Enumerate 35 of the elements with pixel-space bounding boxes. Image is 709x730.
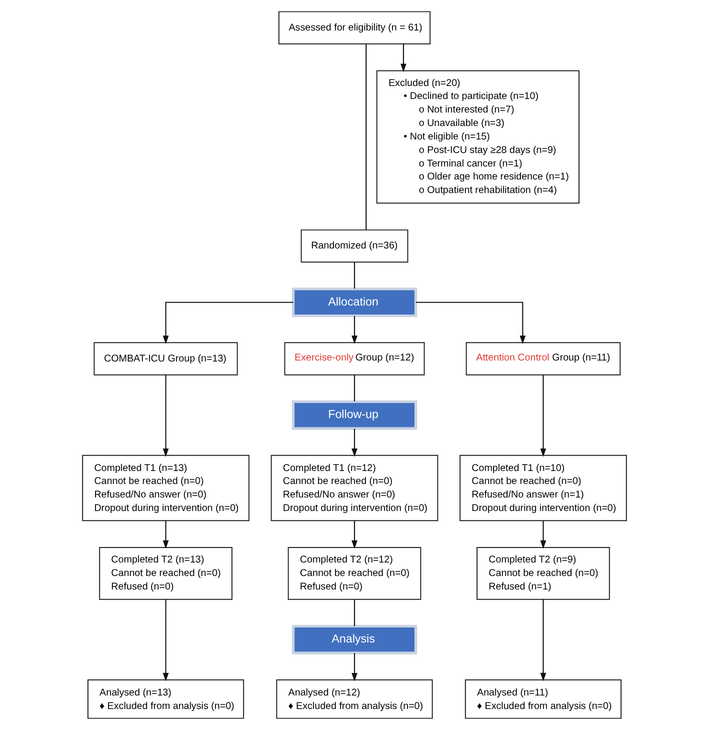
arrow [352,520,358,549]
arrow [162,302,294,344]
connector [354,375,356,402]
connector [354,600,356,626]
node-box: Exercise-only Group (n=12) [284,342,425,376]
node-box: Completed T2 (n=9) Cannot be reached (n=0) Refused (n=1) [476,546,610,600]
connector [354,262,356,289]
arrow [400,44,406,72]
arrow [162,374,169,457]
connector [366,44,367,230]
arrow [352,428,358,457]
arrow [540,374,546,457]
node-box: Completed T2 (n=12) Cannot be reached (n=0) Refused (n=0) [288,546,422,600]
node-box: Completed T1 (n=13) Cannot be reached (n=0) Refused/No answer (n=0) Dropout during intervention (n=0) [82,454,250,522]
node-box: Randomized (n=36) [300,229,408,263]
node-box: Analysed (n=12) ♦ Excluded from analysis (n=0) [276,679,433,719]
arrow [540,520,546,549]
arrow [352,316,358,344]
node-box: Follow-up [292,400,418,430]
node-box: COMBAT-ICU Group (n=13) [94,342,238,376]
node-box: Attention Control Group (n=11) [466,342,621,376]
node-box: Analysed (n=13) ♦ Excluded from analysis (n=0) [87,679,244,719]
arrow [540,599,546,682]
node-box: Completed T1 (n=12) Cannot be reached (n=0) Refused/No answer (n=0) Dropout during intervention (n=0) [270,454,438,522]
arrow [162,520,169,549]
node-box: Completed T2 (n=13) Cannot be reached (n=0) Refused (n=0) [99,546,232,600]
node-box: Excluded (n=20) • Declined to participate (n=10) o Not interested (n=7) o Unavailable (n=3) • Not eligible (n=15) o Post-ICU stay ≥28 days (n=9) o Terminal cancer (n=1) o Older age home residence (n=1) o Outpatient rehabilitation (n=4) [376,70,580,204]
node-box: Allocation [292,288,418,318]
arrow [162,599,169,682]
node-box: Completed T1 (n=10) Cannot be reached (n=0) Refused/No answer (n=1) Dropout during intervention (n=0) [460,454,627,522]
node-box: Assessed for eligibility (n = 61) [278,11,431,44]
node-box: Analysis [292,624,418,654]
arrow [352,653,358,682]
node-box: Analysed (n=11) ♦ Excluded from analysis (n=0) [464,679,622,719]
arrow [416,302,526,344]
